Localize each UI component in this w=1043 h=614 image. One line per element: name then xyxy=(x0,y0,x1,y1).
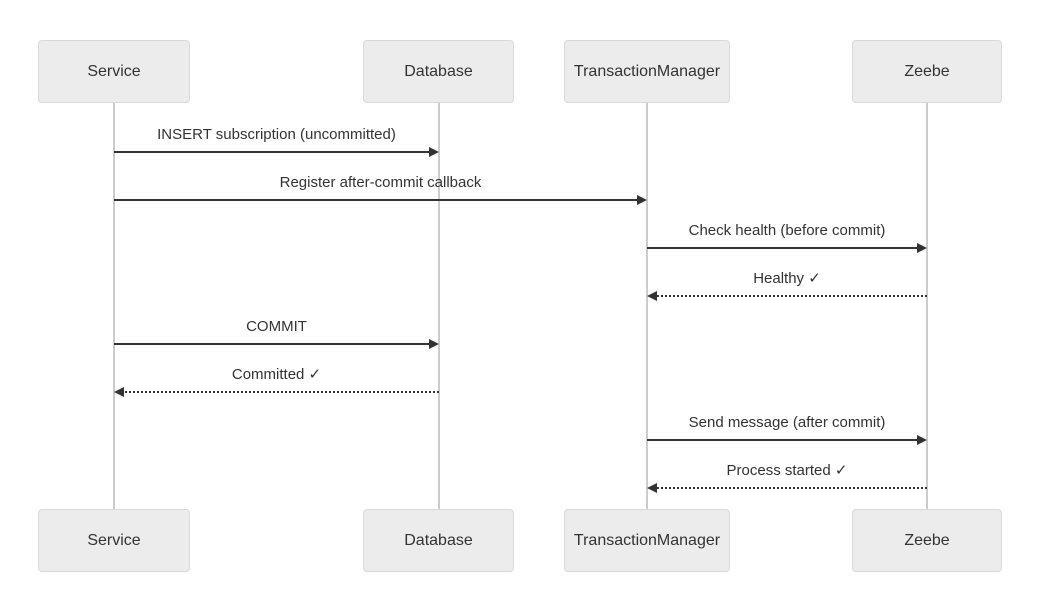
arrow-line xyxy=(114,151,432,153)
arrowhead-left-icon xyxy=(647,483,657,493)
arrowhead-right-icon xyxy=(429,339,439,349)
actor-label-transaction-manager: TransactionManager xyxy=(573,62,721,80)
actor-label-zeebe: Zeebe xyxy=(904,62,950,80)
arrow-line xyxy=(114,343,432,345)
message-arrow-check-health xyxy=(647,243,927,253)
actor-label-service: Service xyxy=(87,531,141,549)
message-arrow-commit xyxy=(114,339,439,349)
message-label-check-health: Check health (before commit) xyxy=(688,222,886,239)
message-arrow-send-message xyxy=(647,435,927,445)
message-label-committed: Committed ✓ xyxy=(231,366,322,383)
actor-box-database-top: Database xyxy=(363,40,514,103)
arrowhead-right-icon xyxy=(429,147,439,157)
message-arrow-committed xyxy=(114,387,439,397)
arrow-line xyxy=(114,199,640,201)
arrowhead-left-icon xyxy=(114,387,124,397)
message-arrow-healthy xyxy=(647,291,927,301)
lifeline-transaction-manager xyxy=(646,103,648,509)
arrow-line xyxy=(654,295,927,297)
arrowhead-left-icon xyxy=(647,291,657,301)
arrowhead-right-icon xyxy=(917,435,927,445)
arrowhead-right-icon xyxy=(637,195,647,205)
actor-box-zeebe-bottom: Zeebe xyxy=(852,509,1002,572)
message-label-healthy: Healthy ✓ xyxy=(753,270,821,287)
actor-label-transaction-manager: TransactionManager xyxy=(573,531,721,549)
lifeline-zeebe xyxy=(926,103,928,509)
actor-label-database: Database xyxy=(404,62,473,80)
actor-box-transaction-manager-bottom: TransactionManager xyxy=(564,509,730,572)
arrow-line xyxy=(121,391,439,393)
message-arrow-register-callback xyxy=(114,195,647,205)
message-label-register-callback: Register after-commit callback xyxy=(279,174,482,191)
message-arrow-process-started xyxy=(647,483,927,493)
lifeline-database xyxy=(438,103,440,509)
message-label-process-started: Process started ✓ xyxy=(726,462,848,479)
actor-box-zeebe-top: Zeebe xyxy=(852,40,1002,103)
arrow-line xyxy=(647,247,920,249)
message-label-commit: COMMIT xyxy=(246,318,307,335)
actor-box-transaction-manager-top: TransactionManager xyxy=(564,40,730,103)
message-arrow-insert-subscription xyxy=(114,147,439,157)
actor-label-database: Database xyxy=(404,531,473,549)
actor-box-service-bottom: Service xyxy=(38,509,190,572)
actor-box-service-top: Service xyxy=(38,40,190,103)
message-label-send-message: Send message (after commit) xyxy=(688,414,886,431)
message-label-insert-subscription: INSERT subscription (uncommitted) xyxy=(157,126,396,143)
actor-box-database-bottom: Database xyxy=(363,509,514,572)
actor-label-service: Service xyxy=(87,62,141,80)
arrow-line xyxy=(654,487,927,489)
arrow-line xyxy=(647,439,920,441)
actor-label-zeebe: Zeebe xyxy=(904,531,950,549)
lifeline-service xyxy=(113,103,115,509)
arrowhead-right-icon xyxy=(917,243,927,253)
